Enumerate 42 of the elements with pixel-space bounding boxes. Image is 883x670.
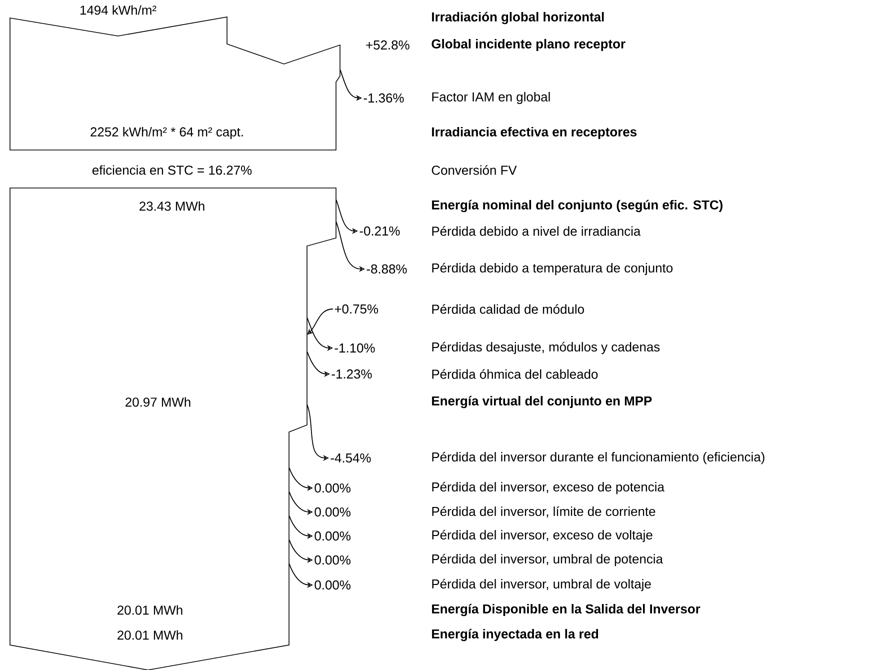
percent-text: 0.00% xyxy=(314,580,350,590)
row-text: Pérdida del inversor, umbral de potencia xyxy=(432,554,663,566)
value-text: 23.43 MWh xyxy=(140,201,204,211)
value-text: 20.97 MWh xyxy=(126,397,190,407)
row-text: Conversión FV xyxy=(432,165,517,175)
percent-text: 0.00% xyxy=(314,555,350,565)
percent-text: -4.54% xyxy=(330,453,371,463)
value-text: 2252 kWh/m² * 64 m² capt. xyxy=(90,126,243,140)
flow-band xyxy=(10,5,340,150)
row-text: Pérdida del inversor, límite de corriente xyxy=(432,506,656,518)
row-text: Pérdida debido a temperatura de conjunto xyxy=(432,262,673,276)
row-heading: Irradiancia efectiva en receptores xyxy=(432,126,637,140)
row-text: Pérdida calidad de módulo xyxy=(432,304,584,314)
row-text: Pérdida óhmica del cableado xyxy=(432,369,598,379)
percent-text: -1.23% xyxy=(332,369,372,379)
row-text: Pérdida del inversor, exceso de potencia xyxy=(432,482,664,494)
row-heading: Energía Disponible en la Salida del Inversor xyxy=(432,604,700,616)
row-heading: Energía inyectada en la red xyxy=(432,628,598,642)
value-text: 20.01 MWh xyxy=(118,605,182,615)
percent-text: +52.8% xyxy=(366,40,410,50)
percent-text: -1.10% xyxy=(334,343,375,353)
row-text: Factor IAM en global xyxy=(432,92,550,104)
percent-text: -8.88% xyxy=(366,264,407,274)
value-text: 20.01 MWh xyxy=(118,630,182,640)
row-text: eficiencia en STC = 16.27% xyxy=(92,165,252,175)
percent-text: 0.00% xyxy=(314,531,350,541)
row-text: Pérdida debido a nivel de irradiancia xyxy=(432,226,641,236)
percent-text: 0.00% xyxy=(314,507,350,517)
row-text: Pérdida del inversor, exceso de voltaje xyxy=(432,530,652,542)
row-text: Pérdida del inversor durante el funcionamiento (eficiencia) xyxy=(432,452,764,464)
percent-text: +0.75% xyxy=(334,304,378,314)
row-heading: Energía virtual del conjunto en MPP xyxy=(432,396,652,408)
row-heading: Global incidente plano receptor xyxy=(432,38,626,52)
value-text: 1494 kWh/m² xyxy=(80,5,156,15)
row-heading: Energía nominal del conjunto (según efic. STC) xyxy=(432,200,722,212)
percent-text: -1.36% xyxy=(364,93,404,103)
row-heading: Irradiación global horizontal xyxy=(432,12,604,24)
loss-arrow xyxy=(307,308,334,335)
percent-text: -0.21% xyxy=(360,226,400,236)
percent-text: 0.00% xyxy=(314,483,350,493)
row-text: Pérdidas desajuste, módulos y cadenas xyxy=(432,342,660,354)
row-text: Pérdida del inversor, umbral de voltaje xyxy=(432,578,651,592)
